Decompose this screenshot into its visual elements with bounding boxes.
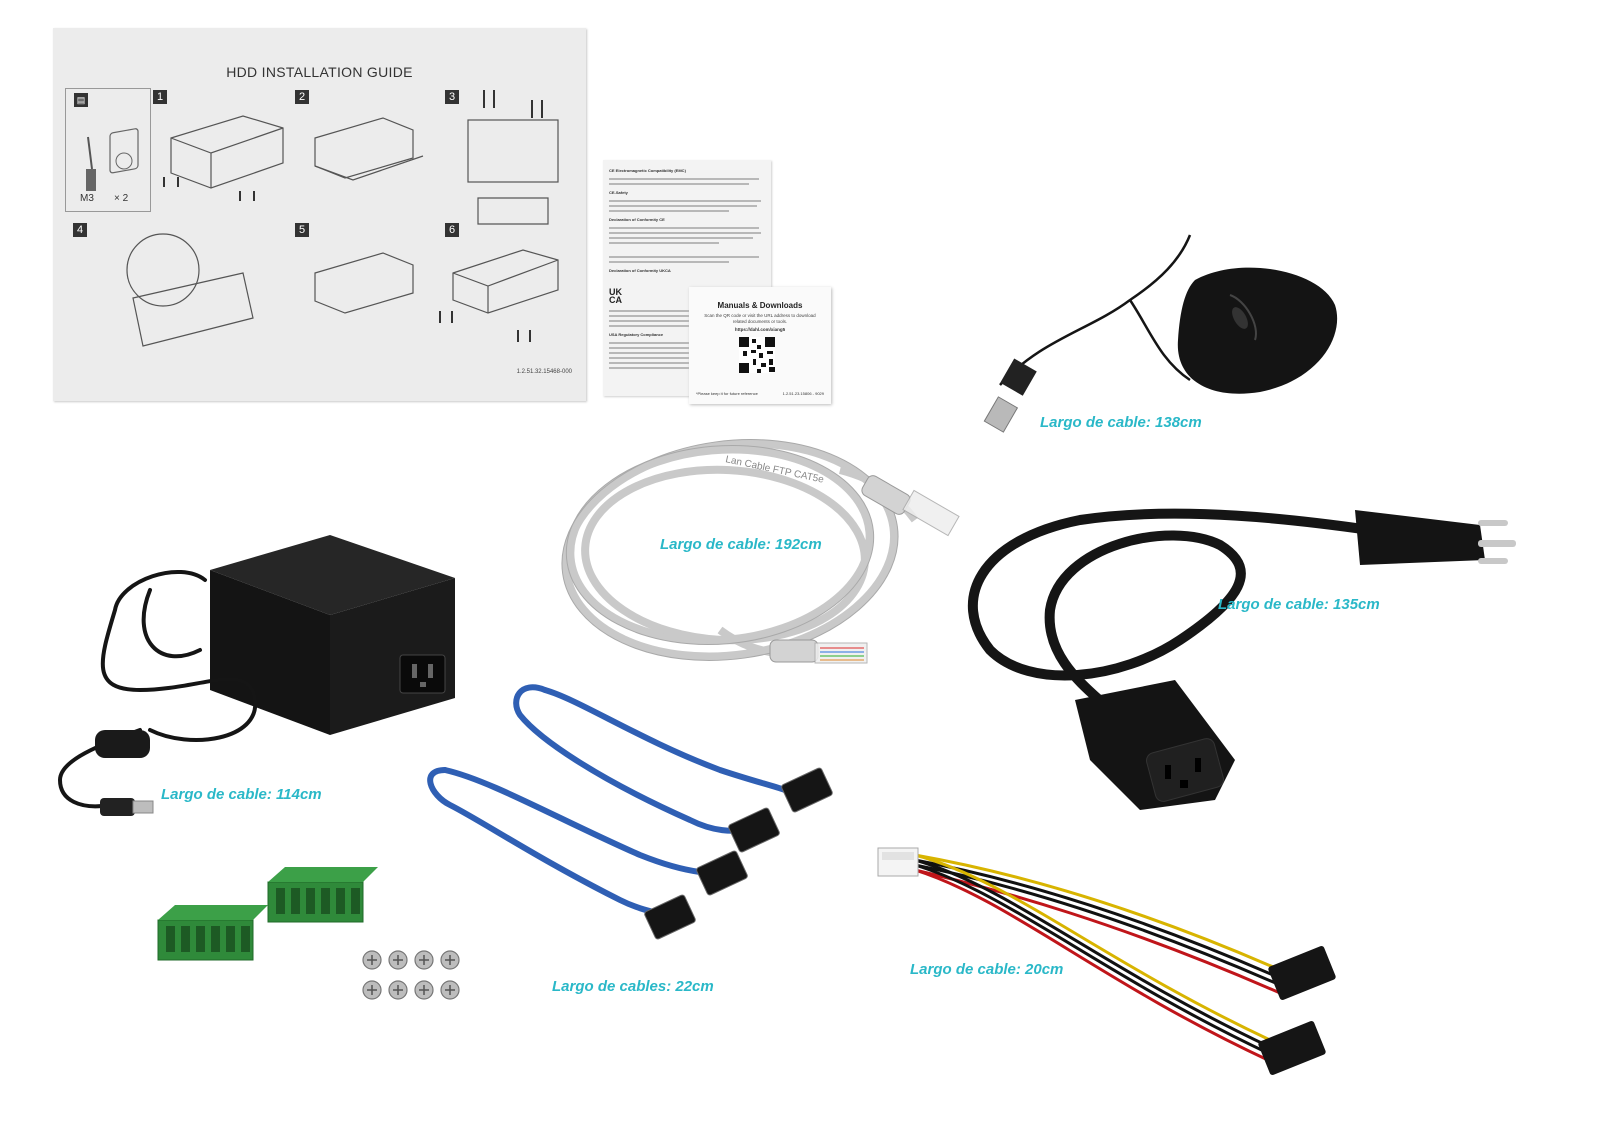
screw-type-label: M3: [80, 193, 94, 204]
power-splitter-cable: [914, 853, 1281, 1063]
terminal-block: [157, 905, 268, 961]
qr-code-icon: [739, 337, 775, 373]
guide-step-5: 5: [295, 223, 309, 237]
lan-cable-outline: [561, 439, 899, 661]
manuals-downloads-card: Manuals & Downloads Scan the QR code or …: [689, 287, 831, 404]
hdd-screws: [362, 950, 460, 1000]
sheet-heading: CE Electromagnetic Compatibility (EMC): [609, 168, 686, 173]
power-adapter: [210, 535, 455, 735]
dc-plug: [100, 798, 154, 816]
power-cord-length-label: Largo de cable: 135cm: [1218, 596, 1380, 613]
card-title: Manuals & Downloads: [717, 301, 803, 310]
card-url: https://dahl.com/xiang5: [734, 327, 786, 332]
terminal-block: [267, 867, 378, 923]
guide-step-4: 4: [73, 223, 87, 237]
card-doc-number: 1.2.51.23.15806 - 9029: [782, 391, 824, 396]
guide-step-1: 1: [153, 90, 167, 104]
guide-illustrations: [126, 90, 559, 347]
card-text: Scan the QR code or visit the URL addres…: [704, 313, 816, 324]
guide-doc-number: 1.2.51.32.15468-000: [516, 369, 572, 375]
sheet-heading: Declaration of Conformity CE: [609, 217, 665, 222]
sata-power-connectors: [1258, 945, 1336, 1076]
cart-icon: ▤: [74, 93, 88, 107]
adapter-cable-length-label: Largo de cable: 114cm: [161, 786, 322, 803]
sheet-heading: USA Regulatory Compliance: [609, 332, 664, 337]
power-splitter-length-label: Largo de cable: 20cm: [910, 961, 1064, 978]
hdd-installation-guide: HDD INSTALLATION GUIDE ▤ M3 × 2 1 2 3 4 …: [53, 28, 586, 401]
guide-step-6: 6: [445, 223, 459, 237]
mouse-cable-length-label: Largo de cable: 138cm: [1040, 414, 1202, 431]
power-plug: [1355, 510, 1516, 565]
ukca-mark: UK CA: [609, 287, 622, 305]
ferrite-core: [95, 730, 150, 758]
card-footer-note: *Please keep it for future reference: [696, 391, 758, 396]
lan-cable-length-label: Largo de cable: 192cm: [660, 536, 822, 553]
sheet-heading: CE-Safety: [609, 190, 628, 195]
sata-connectors: [644, 767, 833, 940]
iec-c13-connector: [1075, 680, 1235, 810]
screw-slots: [367, 955, 455, 995]
guide-step-3: 3: [445, 90, 459, 104]
screwdriver-hdd-illustration: [86, 128, 139, 191]
molex-connector: [877, 847, 919, 877]
sheet-heading: Declaration of Conformity UKCA: [609, 268, 671, 273]
guide-title: HDD INSTALLATION GUIDE: [226, 64, 413, 80]
guide-step-2: 2: [295, 90, 309, 104]
guide-tools-box: ▤ M3 × 2: [65, 88, 151, 212]
screw-qty-label: × 2: [114, 193, 129, 204]
rj45-connector: [769, 475, 960, 664]
sata-cables-length-label: Largo de cables: 22cm: [552, 978, 714, 995]
usb-mouse: [983, 234, 1338, 433]
sata-cables: [427, 684, 788, 918]
